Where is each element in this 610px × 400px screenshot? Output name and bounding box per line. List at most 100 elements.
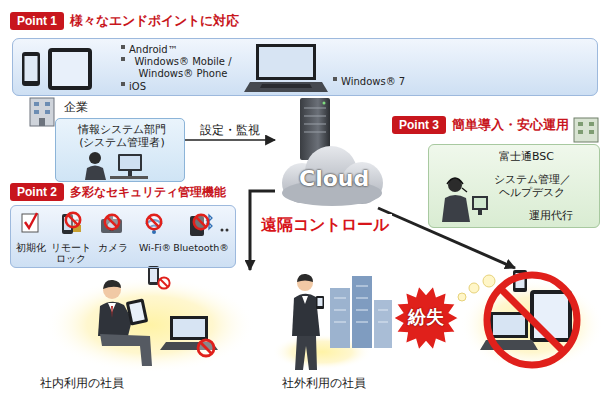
lost-device-scene xyxy=(460,279,604,371)
node-text: 紛失 xyxy=(408,306,444,328)
lost-device-scene xyxy=(493,315,525,335)
security-icons xyxy=(105,215,119,229)
panel-fills xyxy=(10,38,600,268)
connector-arrow xyxy=(378,208,515,268)
endpoint-devices xyxy=(244,82,328,92)
text-holder: 富士通BSC xyxy=(499,150,554,163)
bsc-building xyxy=(589,122,594,126)
node-text: 情報システム部門 (システム管理者) xyxy=(76,123,168,149)
point-heading: Point 2多彩なセキュリティ管理機能 xyxy=(10,183,226,201)
endpoint-devices xyxy=(22,52,40,86)
node-text: Wi-Fi® xyxy=(135,242,175,253)
mobile-worker-scene xyxy=(318,298,323,306)
enterprise-building xyxy=(30,98,54,126)
enterprise-building xyxy=(45,102,50,106)
node-text: システム管理／ヘルプデスク xyxy=(491,173,573,199)
lost-device-scene xyxy=(483,275,495,287)
text-holder: iOS xyxy=(129,81,146,93)
lost-device-scene xyxy=(500,288,564,352)
office-worker-scene xyxy=(150,269,157,282)
server xyxy=(304,116,326,117)
text-holder: 企業 xyxy=(64,100,88,114)
bsc-building xyxy=(574,118,598,142)
point-tag: Point 3 xyxy=(392,116,446,134)
admin-at-pc xyxy=(128,171,132,176)
remote-control-label: 遠隔コントロール xyxy=(258,214,392,235)
node-text: 初期化 xyxy=(13,242,49,253)
admin-at-pc xyxy=(89,152,101,164)
endpoint-devices xyxy=(333,77,337,81)
office-worker-scene xyxy=(126,298,149,325)
bsc-building xyxy=(578,122,583,126)
security-icons xyxy=(25,213,37,228)
node-text: 富士通BSC xyxy=(499,150,554,163)
text-holder: Windows® Mobile / Windows® Phone xyxy=(129,56,237,80)
text-holder: カメラ xyxy=(95,242,131,253)
text-holder: Windows® 7 xyxy=(341,76,405,88)
node-text: Windows® 7 xyxy=(341,76,405,88)
point-heading: Point 1様々なエンドポイントに対応 xyxy=(10,12,239,30)
mobile-worker-scene xyxy=(356,310,368,311)
office-worker-scene xyxy=(129,302,144,322)
lost-device-scene xyxy=(469,283,479,293)
helpdesk-operator xyxy=(442,195,470,222)
node-text: Android™ xyxy=(129,44,178,56)
office-worker-scene xyxy=(111,306,113,318)
helpdesk-operator xyxy=(478,210,482,215)
mobile-worker-scene xyxy=(316,296,324,309)
mobile-worker-scene xyxy=(356,286,368,287)
office-worker-scene xyxy=(103,280,121,289)
security-icons xyxy=(22,213,229,236)
bsc-building xyxy=(574,118,598,142)
text-holder: 運用代行 xyxy=(529,209,573,222)
lost-device-scene xyxy=(487,275,577,365)
enterprise-building xyxy=(30,98,54,126)
endpoint-devices xyxy=(121,82,125,86)
text-holder: システム管理／ヘルプデスク xyxy=(491,173,573,199)
helpdesk-operator xyxy=(472,196,488,210)
text-holder: 遠隔コントロール xyxy=(258,214,392,235)
enterprise-building xyxy=(34,110,39,114)
mobile-worker-scene xyxy=(292,294,320,336)
mobile-worker-scene xyxy=(374,300,392,348)
text-holder: 情報システム部門 (システム管理者) xyxy=(76,123,168,149)
node-text: Windows® Mobile / Windows® Phone xyxy=(129,56,237,80)
text-holder: Bluetooth® xyxy=(171,242,231,253)
endpoint-devices xyxy=(260,84,312,88)
admin-at-pc xyxy=(120,156,140,169)
endpoint-devices xyxy=(121,57,125,61)
endpoint-panel: Android™Windows® Mobile / Windows® Phone… xyxy=(12,38,598,96)
server xyxy=(304,132,326,133)
mobile-worker-scene xyxy=(330,288,350,348)
panel-fills xyxy=(428,144,600,228)
text-holder: Point 3 xyxy=(392,116,446,134)
office-worker-scene xyxy=(45,266,255,373)
endpoint-devices xyxy=(48,48,92,90)
enterprise-building xyxy=(34,102,39,106)
security-icons xyxy=(152,230,156,234)
node-text: Bluetooth® xyxy=(171,242,231,253)
text-holder: Wi-Fi® xyxy=(135,242,175,253)
helpdesk-operator xyxy=(442,178,488,222)
cloud-node: Cloud xyxy=(275,96,388,208)
helpdesk-operator xyxy=(448,178,462,192)
lost-device-scene xyxy=(393,270,604,371)
helpdesk-operator xyxy=(447,178,463,184)
text-holder: 設定・監視 xyxy=(198,123,262,137)
security-panel: 初期化リモート ロックカメラWi-Fi®Bluetooth® xyxy=(10,205,236,268)
connector-arrow xyxy=(185,139,275,141)
enterprise-building xyxy=(39,118,45,126)
node-text: 簡単導入・安心運用 xyxy=(452,117,569,133)
endpoint-devices xyxy=(121,45,125,49)
office-worker-scene xyxy=(173,319,205,337)
cloud-shape xyxy=(282,146,383,206)
security-icons xyxy=(226,229,229,232)
admin-at-pc xyxy=(85,152,148,180)
admin-at-pc xyxy=(118,154,142,171)
enterprise-building xyxy=(45,110,50,114)
security-icons xyxy=(221,229,224,232)
text-holder: Point 1 xyxy=(10,12,64,30)
panel-fills xyxy=(12,38,598,96)
